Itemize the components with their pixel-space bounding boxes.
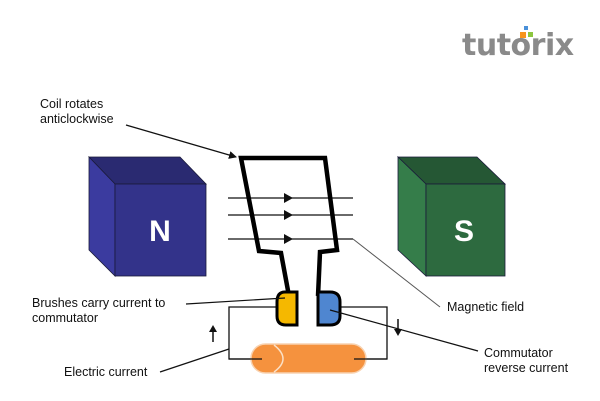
commutator-label-line2: reverse current — [484, 361, 569, 375]
magnetic-field-label: Magnetic field — [447, 300, 525, 314]
north-pole-label: N — [149, 215, 171, 248]
magnetic-field-leader-line — [352, 238, 441, 308]
brushes-label-line1: Brushes carry current to — [32, 296, 166, 310]
brushes-leader-line — [185, 297, 286, 305]
electric-current-label: Electric current — [64, 365, 148, 379]
south-magnet-front — [425, 183, 506, 277]
commutator-label-line1: Commutator — [484, 346, 553, 360]
coil-label-line1: Coil rotates — [40, 97, 104, 111]
logo-text: tutorix — [462, 28, 574, 63]
arrow-right-icon — [284, 234, 293, 244]
arrow-up-icon — [209, 325, 217, 342]
battery — [229, 343, 387, 374]
battery-body — [250, 343, 367, 374]
battery-end-cap — [273, 344, 284, 373]
coil — [238, 155, 340, 297]
logo-dot-green — [528, 32, 533, 37]
arrow-right-icon — [284, 210, 293, 220]
commutator-label: Commutator reverse current — [484, 346, 568, 376]
brushes-label: Brushes carry current to commutator — [32, 296, 165, 326]
coil-label: Coil rotates anticlockwise — [40, 97, 114, 127]
logo-dot-orange — [520, 32, 526, 38]
commutator-leader-line — [329, 309, 479, 352]
brush-right — [316, 290, 342, 327]
south-magnet: S — [397, 156, 506, 277]
brush-left — [275, 290, 299, 327]
brushes-label-line2: commutator — [32, 311, 98, 325]
logo-dot-blue — [524, 26, 528, 30]
arrow-right-icon — [284, 193, 293, 203]
coil-label-line2: anticlockwise — [40, 112, 114, 126]
south-pole-label: S — [454, 215, 474, 248]
electric-current-leader-line — [159, 348, 230, 373]
north-magnet: N — [88, 156, 207, 277]
logo-dots-icon — [520, 26, 533, 38]
coil-leader-arrow — [125, 124, 237, 159]
north-magnet-front — [114, 183, 207, 277]
tutorix-logo: tutorix — [462, 24, 582, 68]
